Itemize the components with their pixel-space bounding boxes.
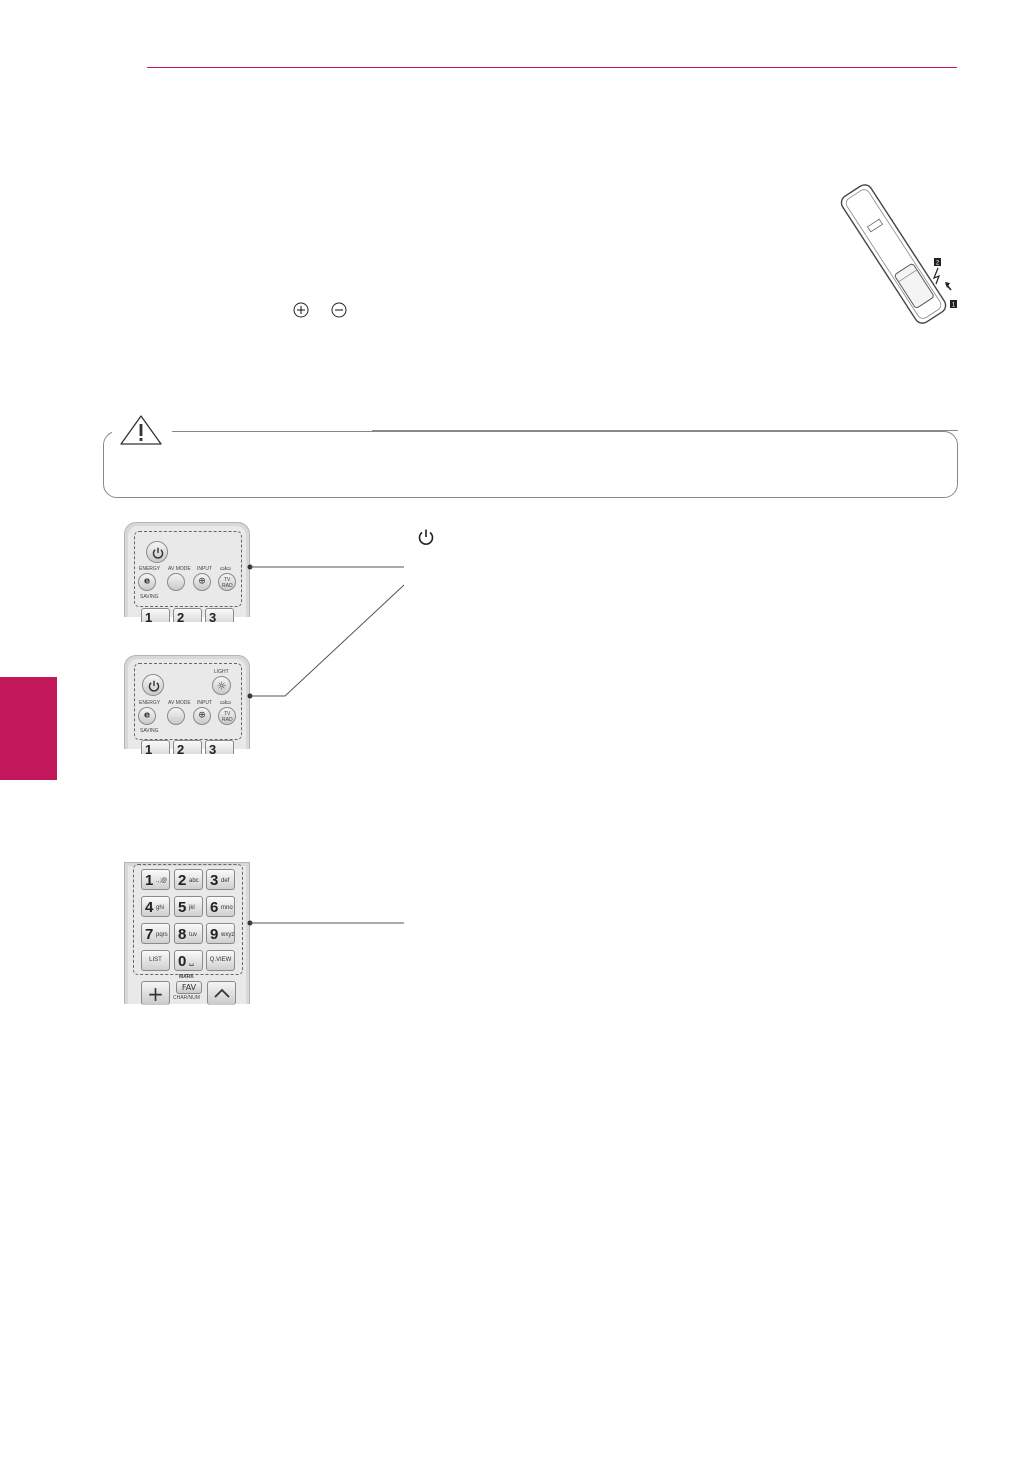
av-mode-button[interactable]	[167, 707, 185, 725]
tv-rad-button[interactable]: TV RAD	[218, 707, 236, 725]
charnum-label: CHAR/NUM	[173, 995, 200, 1001]
input-label: INPUT	[197, 700, 212, 706]
power-icon	[416, 527, 436, 552]
fav-button[interactable]: FAV	[176, 981, 202, 994]
energy-saving-button[interactable]: e	[138, 573, 156, 591]
input-label: INPUT	[197, 566, 212, 572]
number-key-0[interactable]: 0␣	[174, 950, 203, 971]
energy-label: ENERGY	[139, 700, 161, 706]
battery-minus-icon	[331, 302, 347, 318]
number-key-1[interactable]: 1	[141, 740, 170, 757]
caution-box	[103, 431, 958, 498]
number-key-3[interactable]: 3	[205, 608, 234, 625]
saving-label: SAVING	[140, 728, 159, 734]
light-label: LIGHT	[214, 669, 229, 675]
power-button[interactable]	[142, 674, 164, 696]
energy-label: ENERGY	[139, 566, 161, 572]
tvrad-mode-label: ▭/▭	[220, 700, 231, 706]
number-key-3[interactable]: 3	[205, 740, 234, 757]
chapter-side-tab	[0, 677, 57, 780]
list-button[interactable]: LIST	[141, 950, 170, 971]
remote-top-panel-b: LIGHT ☼ ENERGY AV MODE INPUT ▭/▭ e ⊕ TV …	[124, 655, 250, 757]
tv-rad-button[interactable]: TV RAD	[218, 573, 236, 591]
channel-up-button[interactable]	[207, 981, 236, 1005]
saving-label: SAVING	[140, 594, 159, 600]
svg-text:1: 1	[952, 303, 956, 309]
volume-up-button[interactable]: +	[141, 981, 170, 1005]
number-key-1[interactable]: 1	[141, 608, 170, 625]
input-button[interactable]: ⊕	[193, 573, 211, 591]
number-key-2[interactable]: 2	[173, 740, 202, 757]
qview-button[interactable]: Q.VIEW	[206, 950, 235, 971]
av-mode-button[interactable]	[167, 573, 185, 591]
svg-text:2: 2	[936, 261, 940, 267]
light-button[interactable]: ☼	[212, 676, 231, 695]
step-mark-1: 1	[950, 300, 957, 309]
input-button[interactable]: ⊕	[193, 707, 211, 725]
power-button[interactable]	[146, 541, 168, 563]
energy-saving-button[interactable]: e	[138, 707, 156, 725]
highlight-frame	[134, 663, 242, 740]
header-rule	[147, 67, 957, 68]
step-mark-2: 2	[934, 258, 941, 267]
battery-plus-icon	[293, 302, 309, 318]
highlight-frame	[134, 531, 242, 607]
number-key-1[interactable]: 1.,;@	[141, 869, 170, 890]
caution-title-rule	[372, 430, 958, 431]
warning-triangle-icon	[117, 414, 165, 451]
remote-battery-cover-icon: 2 1	[840, 184, 957, 324]
remote-top-panel-a: ENERGY AV MODE INPUT ▭/▭ e ⊕ TV RAD SAVI…	[124, 522, 250, 625]
light-bulb-icon: ☼	[216, 679, 227, 692]
number-key-2[interactable]: 2	[173, 608, 202, 625]
tvrad-mode-label: ▭/▭	[220, 566, 231, 572]
highlight-frame	[133, 864, 243, 975]
avmode-label: AV MODE	[168, 566, 191, 572]
mark-label: MARK	[179, 974, 194, 980]
avmode-label: AV MODE	[168, 700, 191, 706]
